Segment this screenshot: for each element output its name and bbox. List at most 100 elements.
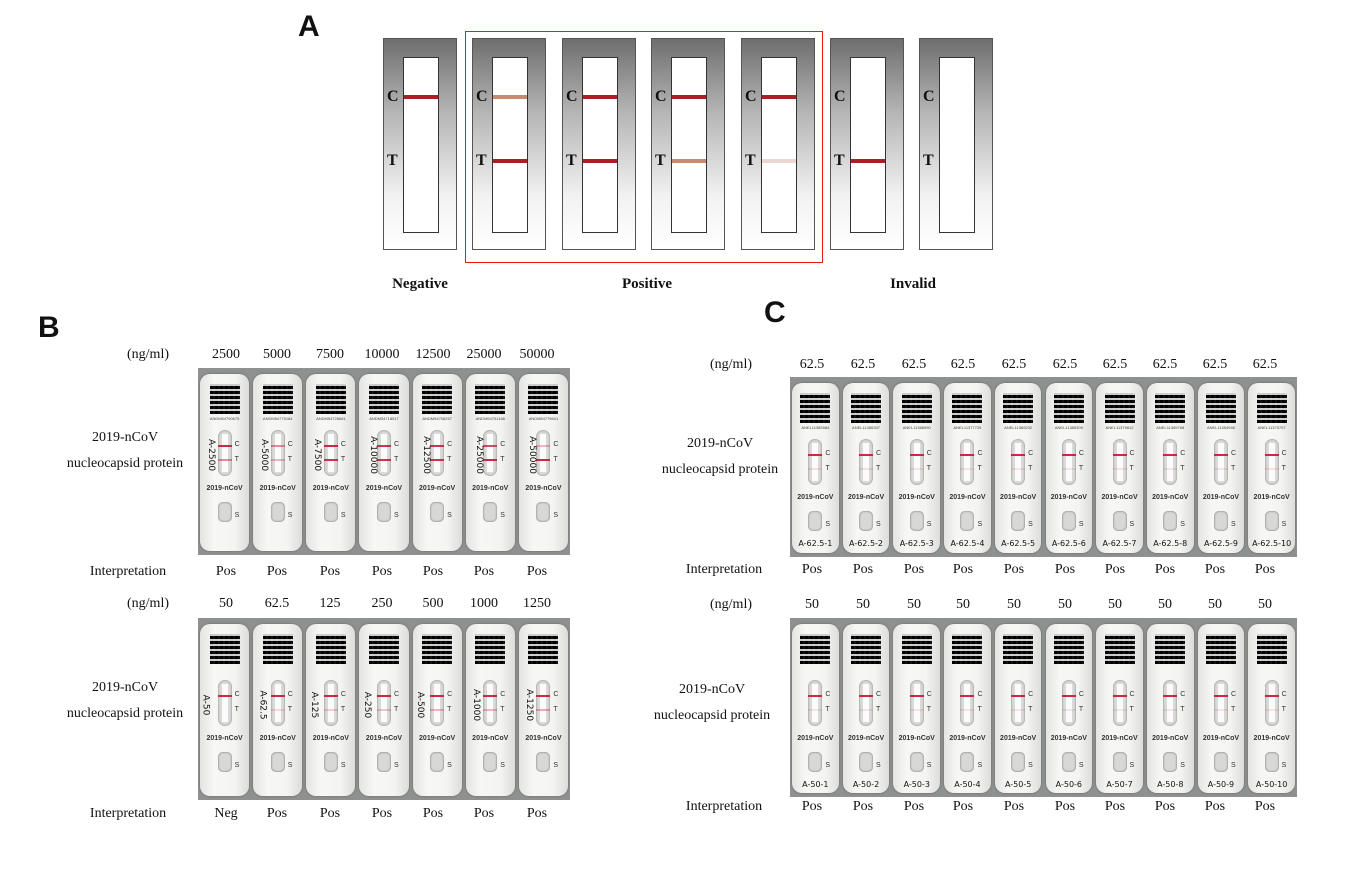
c-marker: C xyxy=(1230,450,1236,457)
t-marker: T xyxy=(500,456,505,463)
test-line xyxy=(483,709,498,711)
c-marker: C xyxy=(1078,450,1084,457)
concentration-value: 7500 xyxy=(316,347,344,362)
result-window xyxy=(909,439,924,485)
brand-label: 2019-nCoV xyxy=(472,735,509,742)
s-marker: S xyxy=(825,521,831,528)
t-marker: T xyxy=(977,706,982,713)
concentration-value: 125 xyxy=(319,596,341,611)
interpretation-value: Neg xyxy=(214,806,238,821)
handwritten-sample-label: A-50-6 xyxy=(1055,780,1083,789)
s-marker: S xyxy=(234,762,240,769)
test-line xyxy=(217,459,232,461)
membrane xyxy=(221,434,228,472)
serial-number: ANEL11375707 xyxy=(1257,425,1286,430)
control-line xyxy=(1163,695,1178,697)
result-window xyxy=(376,430,391,476)
t-marker: T xyxy=(876,706,881,713)
result-window xyxy=(761,57,797,233)
serial-number: ANDM54751168 xyxy=(475,416,505,421)
concentration-value: 50 xyxy=(219,596,233,611)
control-line xyxy=(960,454,975,456)
test-line xyxy=(672,159,706,163)
c-marker: C xyxy=(287,691,293,698)
interpretation-value: Pos xyxy=(215,564,237,579)
test-line xyxy=(430,459,445,461)
interpretation-value: Pos xyxy=(319,806,341,821)
result-window xyxy=(859,680,874,726)
membrane xyxy=(540,684,547,722)
t-marker: T xyxy=(287,456,292,463)
t-marker: T xyxy=(500,706,505,713)
control-line xyxy=(1213,695,1228,697)
s-marker: S xyxy=(287,512,293,519)
qr-code xyxy=(368,634,399,664)
result-window xyxy=(270,430,285,476)
test-line xyxy=(1213,709,1228,711)
handwritten-sample-label: A-62.5-8 xyxy=(1153,539,1188,548)
control-line xyxy=(762,95,796,99)
result-window xyxy=(850,57,886,233)
qr-code xyxy=(851,634,882,664)
c-marker: C xyxy=(1028,450,1034,457)
handwritten-sample-label: A-25000 xyxy=(474,436,485,474)
brand-label: 2019-nCoV xyxy=(898,494,935,501)
qr-code xyxy=(475,634,506,664)
membrane xyxy=(327,434,334,472)
c-marker: C xyxy=(977,450,983,457)
panel-c-letter: C xyxy=(764,296,786,329)
c-marker: C xyxy=(447,691,453,698)
result-window xyxy=(1011,439,1026,485)
test-line xyxy=(1213,468,1228,470)
concentration-value: 62.5 xyxy=(264,596,290,611)
handwritten-sample-label: A-50-2 xyxy=(852,780,880,789)
serial-number: ANEL11368990 xyxy=(902,425,931,430)
concentration-value: 62.5 xyxy=(1202,357,1228,372)
concentration-value: 62.5 xyxy=(1052,357,1078,372)
handwritten-sample-label: A-10000 xyxy=(367,436,378,474)
analyte-name: 2019-nCoV xyxy=(91,430,159,445)
control-line xyxy=(1213,454,1228,456)
c-marker: C xyxy=(500,691,506,698)
sample-well xyxy=(483,752,498,772)
membrane xyxy=(487,684,494,722)
membrane xyxy=(964,684,971,722)
handwritten-sample-label: A-62.5-7 xyxy=(1102,539,1137,548)
handwritten-sample-label: A-12500 xyxy=(421,436,432,474)
qr-code xyxy=(1155,393,1186,423)
s-marker: S xyxy=(977,762,983,769)
membrane xyxy=(1167,684,1174,722)
membrane xyxy=(1217,684,1224,722)
test-line xyxy=(430,709,445,711)
serial-number: ANDM54779601 xyxy=(528,416,559,421)
brand-label: 2019-nCoV xyxy=(1050,494,1087,501)
sample-well xyxy=(1213,511,1228,531)
test-line xyxy=(376,709,391,711)
qr-code xyxy=(1256,393,1287,423)
concentration-value: 50 xyxy=(1058,597,1072,612)
test-line xyxy=(1011,468,1026,470)
test-line xyxy=(270,709,285,711)
s-marker: S xyxy=(500,512,505,519)
handwritten-sample-label: A-62.5-1 xyxy=(798,539,833,548)
result-window xyxy=(492,57,528,233)
serial-number: ANDM54775184 xyxy=(262,416,293,421)
s-marker: S xyxy=(1180,521,1185,528)
qr-code xyxy=(209,634,240,664)
c-marker: C xyxy=(825,691,831,698)
interpretation-value: Pos xyxy=(1054,562,1076,577)
concentration-value: 12500 xyxy=(415,347,451,362)
concentration-value: 10000 xyxy=(364,347,400,362)
analyte-name: 2019-nCoV xyxy=(686,436,754,451)
brand-label: 2019-nCoV xyxy=(472,485,509,492)
s-marker: S xyxy=(553,762,559,769)
control-label: C xyxy=(566,88,578,105)
control-line xyxy=(430,695,445,697)
